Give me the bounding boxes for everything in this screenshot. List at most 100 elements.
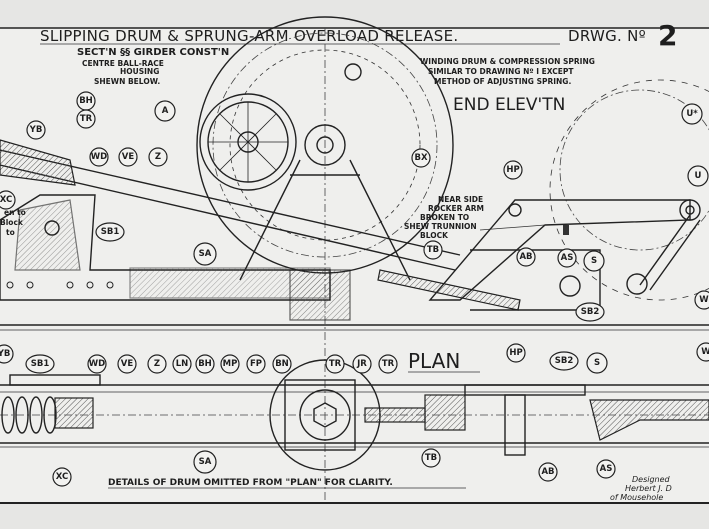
- end-elevation-view: [0, 16, 709, 500]
- svg-text:Z: Z: [154, 359, 160, 369]
- svg-text:BN: BN: [275, 359, 289, 369]
- signature-line1: Designed: [632, 475, 671, 484]
- svg-text:SB1: SB1: [101, 227, 120, 237]
- plan-label-fp: FP: [246, 354, 266, 374]
- svg-text:W: W: [701, 347, 709, 357]
- svg-text:TR: TR: [382, 359, 395, 369]
- label-ab: AB: [516, 247, 536, 267]
- plan-label-xc: XC: [52, 467, 72, 487]
- winding-note-line2: SIMILAR TO DRAWING Nº I EXCEPT: [428, 67, 574, 76]
- svg-text:VE: VE: [121, 359, 134, 369]
- label-u-star: U*: [681, 103, 703, 125]
- label-as: AS: [557, 248, 577, 268]
- svg-text:XC: XC: [56, 472, 69, 482]
- svg-text:HP: HP: [509, 348, 522, 358]
- drawing-number-label: DRWG. Nº: [568, 27, 646, 45]
- svg-text:S: S: [594, 358, 600, 368]
- elevation-labels: BH TR YB WD VE Z A BX XC SB1 SA TB HP AB…: [0, 91, 709, 322]
- section-note-line4: SHEWN BELOW.: [94, 77, 160, 86]
- section-note-line3: HOUSING: [120, 67, 159, 76]
- label-hp: HP: [503, 160, 523, 180]
- svg-text:HP: HP: [506, 165, 519, 175]
- label-ve: VE: [118, 147, 138, 167]
- plan-label-sb1: SB1: [25, 354, 55, 374]
- winding-note-line1: WINDING DRUM & COMPRESSION SPRING: [420, 57, 595, 66]
- plan-label-mp: MP: [220, 354, 240, 374]
- plan-label-tr: TR: [325, 354, 345, 374]
- plan-label-sa: SA: [193, 450, 217, 474]
- svg-text:U: U: [695, 171, 702, 181]
- svg-text:XC: XC: [0, 195, 12, 205]
- svg-text:U*: U*: [686, 109, 698, 119]
- label-tr: TR: [76, 109, 96, 129]
- plan-label-tr-2: TR: [378, 354, 398, 374]
- svg-text:YB: YB: [0, 349, 10, 359]
- signature-line2: Herbert J. D: [625, 484, 672, 493]
- plan-label-z: Z: [147, 354, 167, 374]
- svg-text:AB: AB: [519, 252, 532, 262]
- plan-label-hp: HP: [506, 343, 526, 363]
- plan-heading: PLAN: [408, 349, 460, 373]
- label-bh: BH: [76, 91, 96, 111]
- label-wd: WD: [89, 147, 109, 167]
- svg-text:Z: Z: [155, 152, 161, 162]
- rocker-note-line3: BROKEN TO: [420, 213, 469, 222]
- label-xc: XC: [0, 190, 16, 210]
- svg-text:SA: SA: [199, 457, 212, 467]
- svg-text:TB: TB: [425, 453, 437, 463]
- section-note-line1: SECT'N §§ GIRDER CONST'N: [77, 47, 229, 58]
- svg-text:LN: LN: [176, 359, 189, 369]
- svg-text:BH: BH: [79, 96, 93, 106]
- label-u: U: [687, 165, 709, 187]
- svg-text:BH: BH: [198, 359, 212, 369]
- left-fragment-3: to: [6, 228, 15, 237]
- label-s: S: [583, 250, 605, 272]
- label-sa: SA: [193, 242, 217, 266]
- drawing-number: 2: [658, 19, 677, 52]
- plan-label-as: AS: [596, 459, 616, 479]
- svg-text:TR: TR: [329, 359, 342, 369]
- section-note-line2: CENTRE BALL-RACE: [82, 59, 164, 68]
- plan-view: [0, 359, 709, 471]
- plan-labels: YB SB1 WD VE Z LN BH MP FP BN TR JR TR H…: [0, 342, 709, 487]
- svg-text:SB1: SB1: [31, 359, 50, 369]
- svg-text:SB2: SB2: [581, 307, 600, 317]
- plan-label-wd: WD: [87, 354, 107, 374]
- svg-text:AB: AB: [541, 467, 554, 477]
- plan-label-w: W: [696, 342, 709, 362]
- label-sb2: SB2: [575, 302, 605, 322]
- left-fragment-2: Block: [0, 218, 24, 227]
- svg-text:W: W: [699, 295, 709, 305]
- svg-text:YB: YB: [29, 125, 43, 135]
- label-tb: TB: [423, 240, 443, 260]
- rocker-note-line1: NEAR SIDE: [438, 195, 483, 204]
- end-elevation-heading: END ELEV'TN: [453, 95, 565, 115]
- svg-text:JR: JR: [356, 359, 367, 369]
- svg-text:VE: VE: [122, 152, 135, 162]
- plan-label-s: S: [586, 352, 608, 374]
- plan-label-ve: VE: [117, 354, 137, 374]
- svg-text:WD: WD: [89, 359, 105, 369]
- label-yb: YB: [26, 120, 46, 140]
- plan-label-yb: YB: [0, 344, 14, 364]
- plan-label-ln: LN: [172, 354, 192, 374]
- plan-label-tb: TB: [421, 448, 441, 468]
- svg-text:S: S: [591, 256, 597, 266]
- winding-note-line3: METHOD OF ADJUSTING SPRING.: [434, 77, 571, 86]
- svg-text:TB: TB: [427, 245, 439, 255]
- drawing-title: SLIPPING DRUM & SPRUNG-ARM OVERLOAD RELE…: [40, 27, 458, 45]
- plan-label-bh: BH: [195, 354, 215, 374]
- plan-label-sb2: SB2: [549, 351, 579, 371]
- plan-label-jr: JR: [352, 354, 372, 374]
- svg-text:AS: AS: [600, 464, 613, 474]
- label-z: Z: [148, 147, 168, 167]
- plan-footnote: DETAILS OF DRUM OMITTED FROM "PLAN" FOR …: [108, 478, 393, 488]
- label-bx: BX: [411, 148, 431, 168]
- svg-text:A: A: [162, 106, 169, 116]
- svg-text:FP: FP: [250, 359, 262, 369]
- svg-text:WD: WD: [91, 152, 107, 162]
- left-fragment-1: en to: [4, 208, 26, 217]
- signature-line3: of Mousehole: [610, 493, 663, 502]
- svg-text:SB2: SB2: [555, 356, 574, 366]
